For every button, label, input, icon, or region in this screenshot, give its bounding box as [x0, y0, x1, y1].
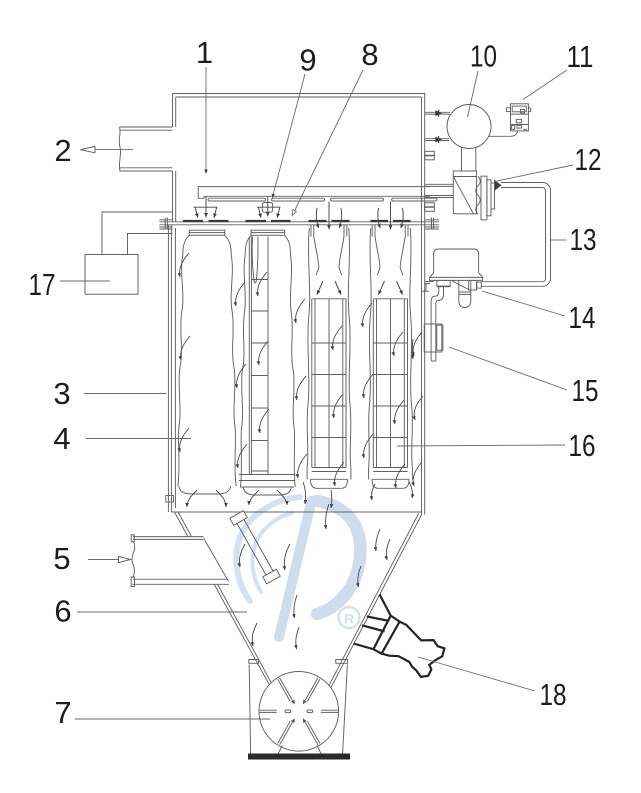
svg-text:6: 6 — [54, 594, 71, 629]
svg-text:17: 17 — [29, 267, 56, 302]
svg-text:1: 1 — [196, 35, 213, 70]
svg-text:9: 9 — [299, 43, 316, 78]
svg-text:7: 7 — [54, 695, 71, 730]
svg-text:11: 11 — [567, 39, 594, 74]
svg-text:15: 15 — [572, 373, 599, 408]
svg-text:18: 18 — [540, 677, 567, 712]
svg-text:12: 12 — [575, 142, 602, 177]
svg-text:10: 10 — [470, 39, 497, 74]
svg-text:R: R — [344, 611, 354, 627]
svg-text:14: 14 — [569, 300, 596, 335]
svg-text:8: 8 — [361, 37, 378, 72]
svg-text:2: 2 — [54, 133, 71, 168]
svg-text:5: 5 — [53, 541, 70, 576]
svg-text:16: 16 — [569, 428, 596, 463]
svg-text:3: 3 — [53, 376, 70, 411]
svg-text:4: 4 — [53, 421, 70, 456]
svg-text:13: 13 — [570, 222, 597, 257]
